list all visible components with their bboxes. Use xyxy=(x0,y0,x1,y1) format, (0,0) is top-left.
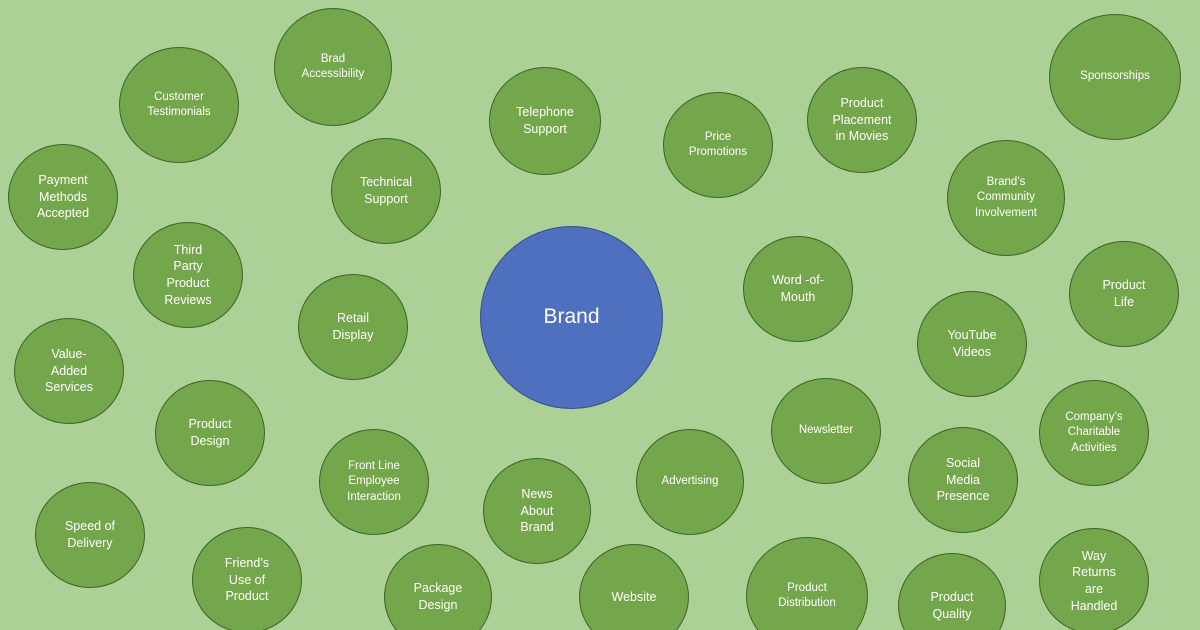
node-youtube-videos: YouTube Videos xyxy=(917,291,1027,397)
node-friends-use-of-product: Friend’s Use of Product xyxy=(192,527,302,630)
node-telephone-support: Telephone Support xyxy=(489,67,601,175)
node-label: Telephone Support xyxy=(516,105,574,136)
node-label: Product Distribution xyxy=(778,581,836,609)
node-brad-accessibility: Brad Accessibility xyxy=(274,8,392,126)
node-way-returns-are-handled: Way Returns are Handled xyxy=(1039,528,1149,630)
node-label: Sponsorships xyxy=(1080,70,1150,83)
node-front-line-employee-interaction: Front Line Employee Interaction xyxy=(319,429,429,535)
node-social-media-presence: Social Media Presence xyxy=(908,427,1018,533)
node-customer-testimonials: Customer Testimonials xyxy=(119,47,239,163)
node-label: YouTube Videos xyxy=(947,328,997,359)
node-label: Price Promotions xyxy=(688,130,748,158)
node-label: Website xyxy=(611,589,657,604)
node-label: Product Quality xyxy=(930,590,974,621)
node-companys-charitable-activities: Company’s Charitable Activities xyxy=(1039,380,1149,486)
node-payment-methods-accepted: Payment Methods Accepted xyxy=(8,144,118,250)
node-speed-of-delivery: Speed of Delivery xyxy=(35,482,145,588)
node-package-design: Package Design xyxy=(384,544,492,630)
node-label: Word -of- Mouth xyxy=(772,273,824,304)
node-third-party-product-reviews: Third Party Product Reviews xyxy=(133,222,243,328)
node-brands-community-involvement: Brand’s Community Involvement xyxy=(947,140,1065,256)
node-website: Website xyxy=(579,544,689,630)
node-word-of-mouth: Word -of- Mouth xyxy=(743,236,853,342)
node-product-distribution: Product Distribution xyxy=(746,537,868,630)
node-label: Speed of Delivery xyxy=(64,519,116,550)
node-news-about-brand: News About Brand xyxy=(483,458,591,564)
node-label: Product Placement in Movies xyxy=(832,95,892,144)
node-label: Product Design xyxy=(188,417,232,448)
node-value-added-services: Value- Added Services xyxy=(14,318,124,424)
node-label: Friend’s Use of Product xyxy=(224,555,270,604)
node-label: News About Brand xyxy=(520,486,554,535)
node-product-design: Product Design xyxy=(155,380,265,486)
node-label: Advertising xyxy=(661,475,719,488)
node-label: Company’s Charitable Activities xyxy=(1065,410,1123,454)
brand-center-label: Brand xyxy=(543,305,600,329)
node-label: Customer Testimonials xyxy=(147,90,211,118)
node-label: Payment Methods Accepted xyxy=(36,172,90,221)
node-label: Retail Display xyxy=(332,311,374,342)
node-product-placement-in-movies: Product Placement in Movies xyxy=(807,67,917,173)
node-technical-support: Technical Support xyxy=(331,138,441,244)
node-label: Third Party Product Reviews xyxy=(164,242,212,307)
node-product-life: Product Life xyxy=(1069,241,1179,347)
node-label: Technical Support xyxy=(359,175,413,206)
brand-center-node: Brand xyxy=(480,226,663,409)
node-label: Value- Added Services xyxy=(45,346,93,395)
node-label: Social Media Presence xyxy=(936,455,990,504)
node-label: Brand’s Community Involvement xyxy=(974,175,1037,219)
node-sponsorships: Sponsorships xyxy=(1049,14,1181,140)
node-label: Brad Accessibility xyxy=(301,52,365,80)
node-newsletter: Newsletter xyxy=(771,378,881,484)
node-label: Front Line Employee Interaction xyxy=(347,459,401,503)
node-label: Way Returns are Handled xyxy=(1070,548,1118,613)
node-label: Package Design xyxy=(413,581,463,612)
node-label: Product Life xyxy=(1102,278,1146,309)
node-price-promotions: Price Promotions xyxy=(663,92,773,198)
node-retail-display: Retail Display xyxy=(298,274,408,380)
node-product-quality: Product Quality xyxy=(898,553,1006,630)
node-label: Newsletter xyxy=(798,424,854,437)
node-advertising: Advertising xyxy=(636,429,744,535)
